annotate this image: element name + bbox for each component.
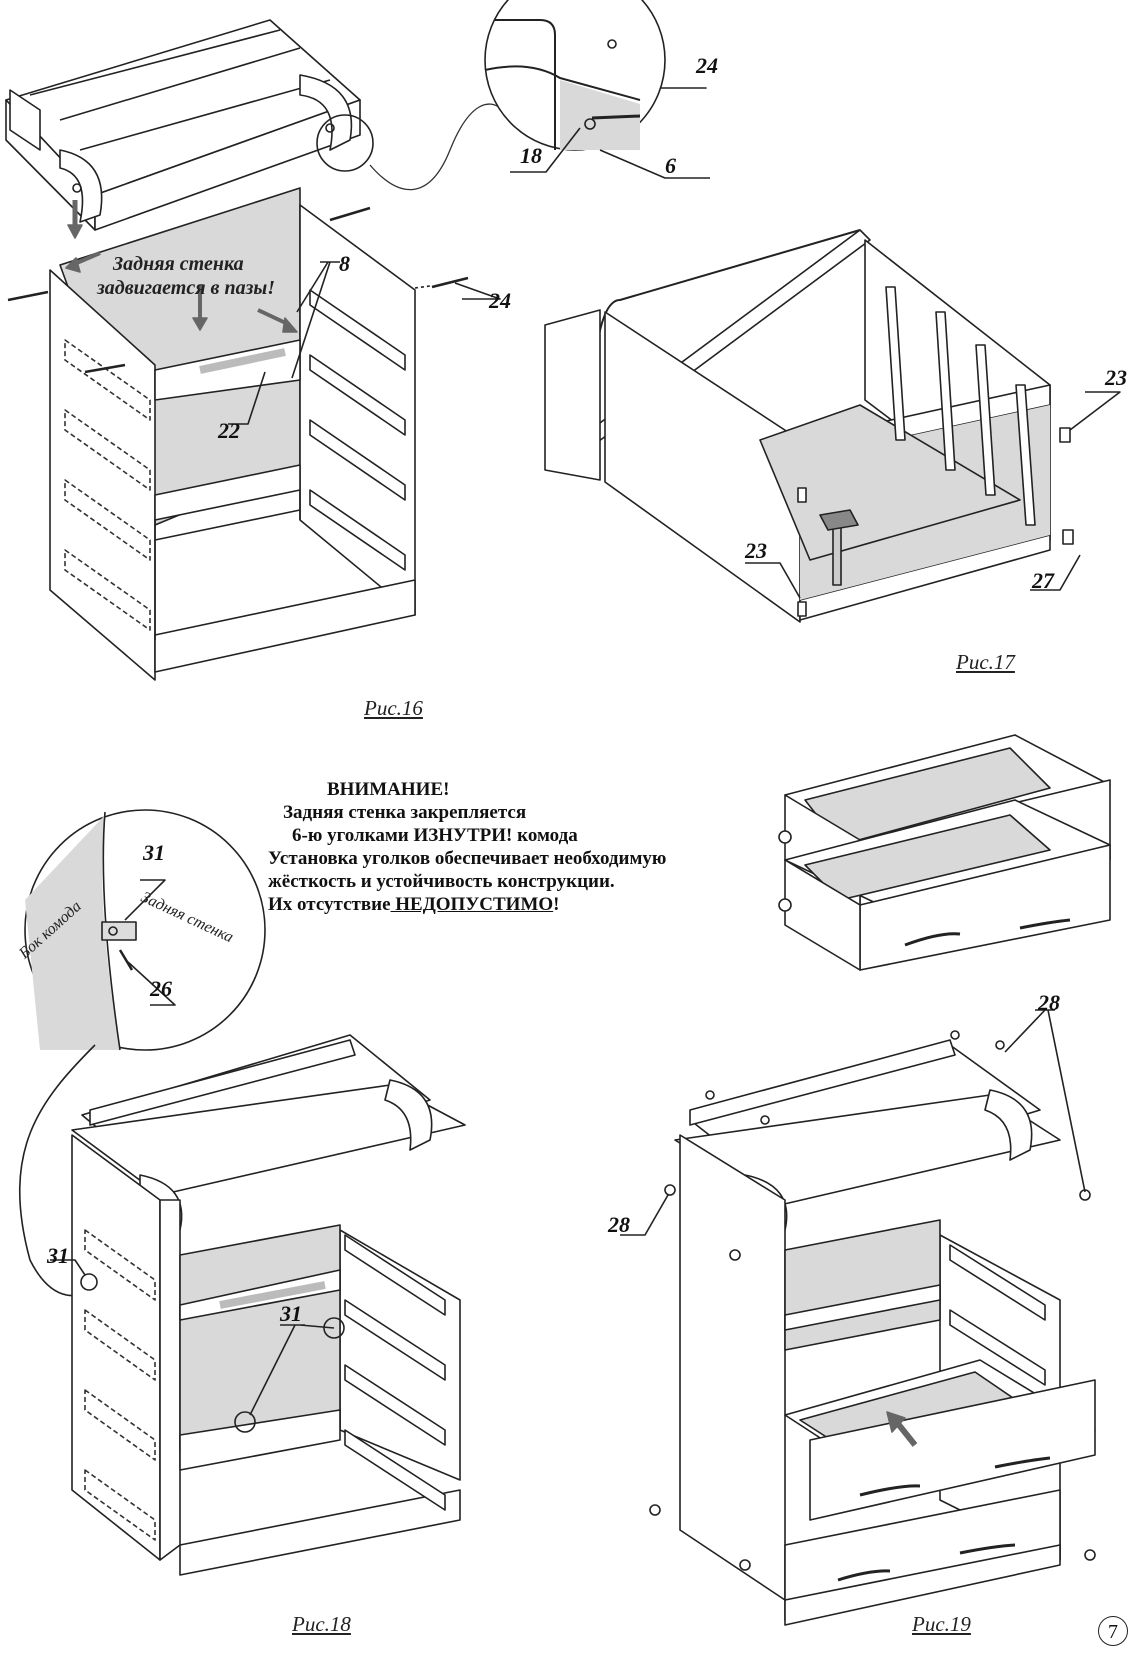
warning-line5-emphasis: НЕДОПУСТИМО bbox=[390, 894, 554, 915]
warning-line3: Установка уголков обеспечивает необходим… bbox=[268, 848, 667, 869]
detail-label-6: 6 bbox=[665, 153, 676, 178]
drawers-drawing bbox=[778, 734, 1111, 971]
fig19-drawing bbox=[620, 1009, 1096, 1626]
fig16-top-panel bbox=[5, 19, 374, 239]
warning-line5-suffix: ! bbox=[553, 894, 560, 915]
fig17-drawing bbox=[544, 229, 1121, 623]
fig19-label-28-left: 28 bbox=[608, 1212, 630, 1237]
fig18-drawing bbox=[50, 1034, 466, 1576]
fig18-label-31-center: 31 bbox=[280, 1301, 302, 1326]
fig16-drawing bbox=[5, 19, 501, 681]
fig17-caption: Рис.17 bbox=[956, 650, 1015, 674]
page-number: 7 bbox=[1098, 1616, 1128, 1646]
detail-label-18: 18 bbox=[520, 143, 542, 168]
fig19-caption: Рис.19 bbox=[912, 1612, 971, 1636]
fig16-caption: Рис.16 bbox=[364, 696, 423, 720]
warning-title: ВНИМАНИЕ! bbox=[327, 779, 450, 800]
fig18-detail-label-26: 26 bbox=[150, 976, 172, 1001]
fig17-label-23-bottom: 23 bbox=[745, 538, 767, 563]
fig18-detail-label-31: 31 bbox=[143, 840, 165, 865]
fig18-caption: Рис.18 bbox=[292, 1612, 351, 1636]
detail-callout-bracket bbox=[18, 809, 266, 1297]
fig18-label-31-left: 31 bbox=[47, 1243, 69, 1268]
warning-line1: Задняя стенка закрепляется bbox=[283, 802, 527, 823]
fig16-note-line2: задвигается в пазы! bbox=[97, 277, 276, 299]
fig16-label-24: 24 bbox=[489, 288, 511, 313]
detail-callout-screw bbox=[484, 0, 710, 179]
fig16-label-8: 8 bbox=[339, 251, 350, 276]
fig16-carcass bbox=[7, 187, 501, 681]
warning-line5-prefix: Их отсутствие bbox=[268, 894, 391, 915]
fig19-label-28-top: 28 bbox=[1038, 990, 1060, 1015]
fig17-label-23-top: 23 bbox=[1105, 365, 1127, 390]
warning-line2: 6-ю уголками ИЗНУТРИ! комода bbox=[292, 825, 578, 846]
fig17-label-27: 27 bbox=[1032, 568, 1054, 593]
warning-line4: жёсткость и устойчивость конструкции. bbox=[268, 871, 615, 892]
fig16-label-22: 22 bbox=[218, 418, 240, 443]
warning-text: ВНИМАНИЕ! Задняя стенка закрепляется 6-ю… bbox=[268, 778, 666, 916]
detail-label-24: 24 bbox=[696, 53, 718, 78]
fig16-note-line1: Задняя стенка bbox=[113, 253, 244, 275]
